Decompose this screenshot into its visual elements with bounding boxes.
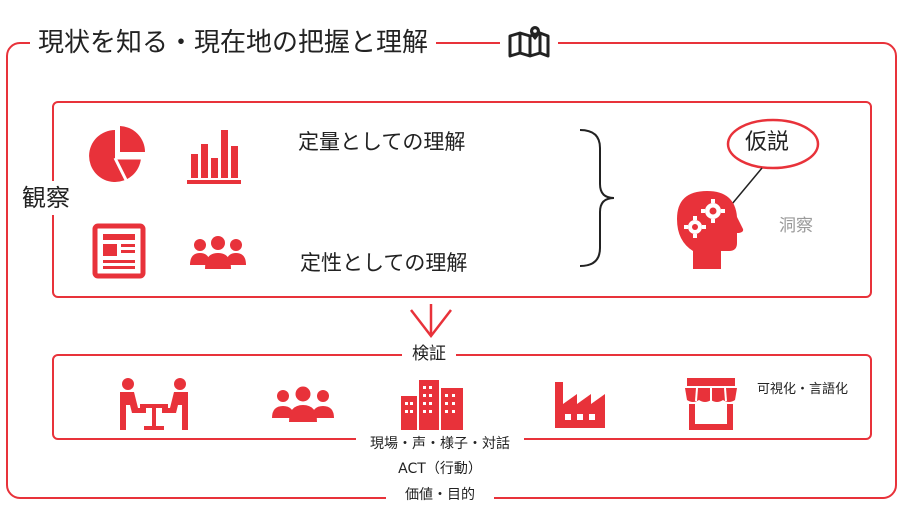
observation-label: 観察	[20, 181, 72, 215]
down-arrow-icon	[408, 302, 454, 342]
field-footer-line-3: 価値・目的	[386, 485, 494, 505]
head-gears-icon	[673, 185, 745, 271]
meeting-icon	[112, 376, 196, 432]
factory-icon	[553, 378, 611, 430]
map-icon	[500, 22, 558, 62]
curly-brace	[578, 128, 618, 268]
people-icon	[270, 386, 336, 424]
insight-label: 洞察	[779, 216, 813, 236]
newspaper-icon	[92, 223, 146, 279]
verify-label: 検証	[402, 343, 456, 365]
field-footer-line-1: 現場・声・様子・対話	[356, 434, 524, 454]
store-icon	[683, 376, 739, 432]
pie-chart-icon	[85, 124, 149, 188]
hypothesis-bubble	[700, 116, 830, 206]
page-title: 現状を知る・現在地の把握と理解	[30, 26, 437, 60]
hypothesis-label: 仮説	[745, 130, 790, 155]
qualitative-label: 定性としての理解	[300, 251, 468, 275]
bar-chart-icon	[185, 124, 243, 186]
quantitative-label: 定量としての理解	[298, 130, 466, 154]
buildings-icon	[399, 378, 465, 430]
people-icon	[188, 235, 248, 271]
field-footer-line-2: ACT（行動）	[378, 459, 502, 479]
visualize-label: 可視化・言語化	[757, 382, 849, 397]
